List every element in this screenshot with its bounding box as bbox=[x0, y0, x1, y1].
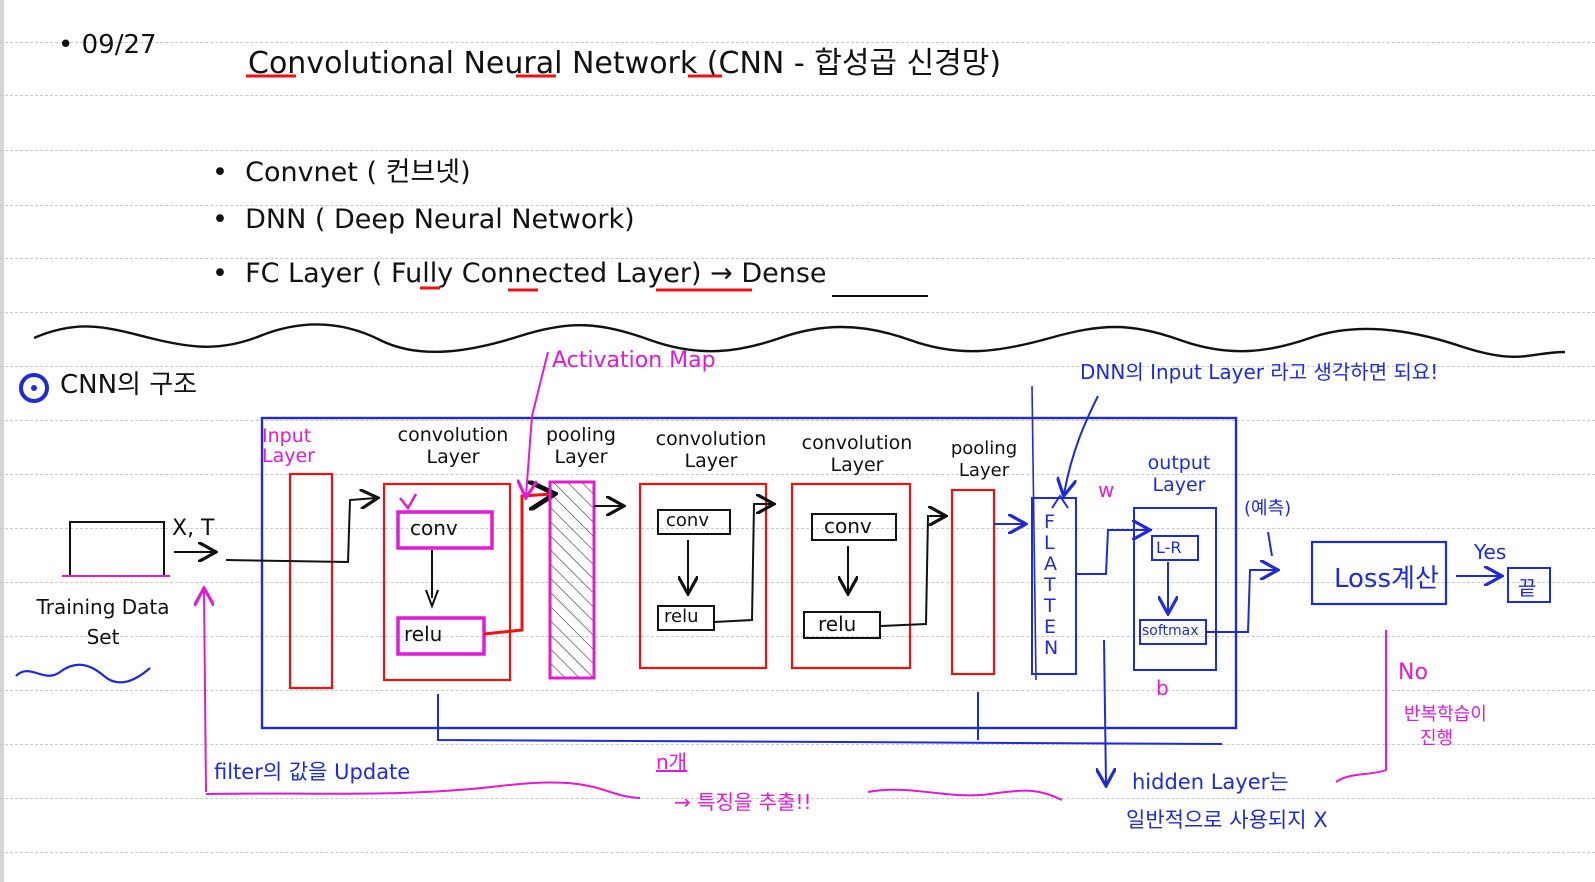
loss-box bbox=[1310, 540, 1448, 606]
conv1-label: convolution Layer bbox=[397, 424, 509, 468]
conv2-label: convolution Layer bbox=[655, 428, 767, 472]
bullet-text: DNN ( Deep Neural Network) bbox=[245, 204, 635, 235]
flatten-letter: E bbox=[1044, 616, 1057, 638]
relu-text-3: relu bbox=[818, 612, 857, 636]
wavy-divider bbox=[33, 323, 1566, 358]
pool1-label: pooling Layer bbox=[546, 424, 616, 468]
dnn-note: DNN의 Input Layer 라고 생각하면 되요! bbox=[1080, 360, 1439, 384]
flatten-letter: T bbox=[1044, 574, 1056, 596]
prediction-label: (예측) bbox=[1244, 498, 1292, 519]
conv-layer-3-rect bbox=[790, 482, 912, 670]
repeat-note-2: 진행 bbox=[1420, 728, 1454, 749]
ruled-line bbox=[0, 366, 1595, 367]
bullet-dnn: • DNN ( Deep Neural Network) bbox=[212, 204, 635, 235]
pool2-label: pooling Layer bbox=[950, 438, 1018, 481]
date-text: 09/27 bbox=[81, 30, 157, 60]
softmax-text: softmax bbox=[1142, 623, 1199, 639]
training-data-box bbox=[69, 521, 165, 577]
ruled-line bbox=[0, 258, 1595, 259]
conv-box-2 bbox=[657, 509, 731, 535]
filter-update-note: filter의 값을 Update bbox=[214, 760, 411, 784]
conv-text-2: conv bbox=[666, 510, 709, 531]
ruled-line bbox=[0, 420, 1595, 421]
lr-text: L-R bbox=[1156, 538, 1182, 557]
relu-box-1 bbox=[396, 616, 486, 656]
flatten-letter: L bbox=[1044, 532, 1055, 554]
bullet-text: FC Layer ( Fully Connected Layer) → Dens… bbox=[245, 258, 827, 289]
conv-box-3 bbox=[811, 513, 897, 541]
cnn-outer-box bbox=[260, 416, 1238, 730]
conv-box-1 bbox=[396, 510, 494, 550]
ruled-line bbox=[0, 798, 1595, 799]
ruled-line bbox=[0, 95, 1595, 96]
end-box bbox=[1507, 567, 1551, 603]
input-layer-label: Input Layer bbox=[262, 425, 315, 467]
conv-layer-2-rect bbox=[638, 482, 768, 670]
page-title: Convolutional Neural Network (CNN - 합성곱 … bbox=[248, 46, 1002, 81]
section-title: CNN의 구조 bbox=[60, 370, 198, 400]
ruled-line bbox=[0, 690, 1595, 691]
bullet-convnet: • Convnet ( 컨브넷) bbox=[212, 157, 471, 188]
w-label: w bbox=[1098, 478, 1115, 502]
section-bullet-icon bbox=[19, 373, 49, 403]
flatten-letter: T bbox=[1044, 595, 1056, 617]
ruled-line bbox=[0, 636, 1595, 637]
repeat-note-1: 반복학습이 bbox=[1404, 704, 1487, 725]
conv3-label: convolution Layer bbox=[801, 432, 913, 476]
pooling-layer-1-rect bbox=[548, 480, 596, 680]
section-bullet-dot bbox=[31, 385, 37, 391]
flatten-letter: F bbox=[1044, 511, 1055, 533]
ruled-line bbox=[0, 852, 1595, 853]
flatten-letter: N bbox=[1044, 637, 1059, 659]
output-layer-label: output Layer bbox=[1147, 452, 1211, 496]
end-text: 끝 bbox=[1518, 576, 1537, 600]
ruled-line bbox=[0, 150, 1595, 151]
activation-map-label: Activation Map bbox=[552, 348, 716, 373]
feature-note: → 특징을 추출!! bbox=[674, 790, 812, 814]
flatten-letters: F L A T T E N bbox=[1044, 512, 1058, 659]
b-label: b bbox=[1156, 676, 1169, 700]
relu-text-2: relu bbox=[664, 606, 699, 627]
ruled-line bbox=[0, 474, 1595, 475]
ruled-line bbox=[0, 528, 1595, 529]
ruled-line bbox=[0, 42, 1595, 43]
ruled-line bbox=[0, 205, 1595, 206]
ruled-line bbox=[0, 744, 1595, 745]
page-edge bbox=[0, 0, 4, 882]
hidden-note-2: 일반적으로 사용되지 X bbox=[1126, 808, 1328, 832]
training-data-label: Training Data Set bbox=[36, 595, 170, 649]
xt-label: X, T bbox=[172, 516, 215, 541]
lr-box bbox=[1151, 535, 1199, 561]
bullet-fc-layer: • FC Layer ( Fully Connected Layer) → De… bbox=[212, 258, 827, 289]
conv-text-1: conv bbox=[410, 516, 458, 540]
no-label: No bbox=[1398, 660, 1428, 685]
input-layer-rect bbox=[288, 472, 334, 690]
bullet-text: Convnet ( 컨브넷) bbox=[245, 157, 471, 188]
ruled-line bbox=[0, 312, 1595, 313]
flatten-rect bbox=[1031, 497, 1077, 675]
conv-text-3: conv bbox=[824, 514, 872, 538]
n-count-label: n개 bbox=[656, 750, 688, 774]
relu-box-2 bbox=[657, 605, 715, 631]
flatten-letter: A bbox=[1044, 553, 1057, 575]
pooling-layer-2-rect bbox=[950, 488, 996, 676]
output-layer-rect bbox=[1133, 507, 1217, 671]
yes-label: Yes bbox=[1474, 540, 1507, 564]
loss-text: Loss계산 bbox=[1334, 564, 1439, 594]
hidden-note-1: hidden Layer는 bbox=[1132, 770, 1289, 794]
ruled-line bbox=[0, 582, 1595, 583]
conv-layer-1-rect bbox=[382, 482, 512, 682]
relu-text-1: relu bbox=[404, 622, 443, 646]
date-label: • 09/27 bbox=[58, 30, 157, 60]
